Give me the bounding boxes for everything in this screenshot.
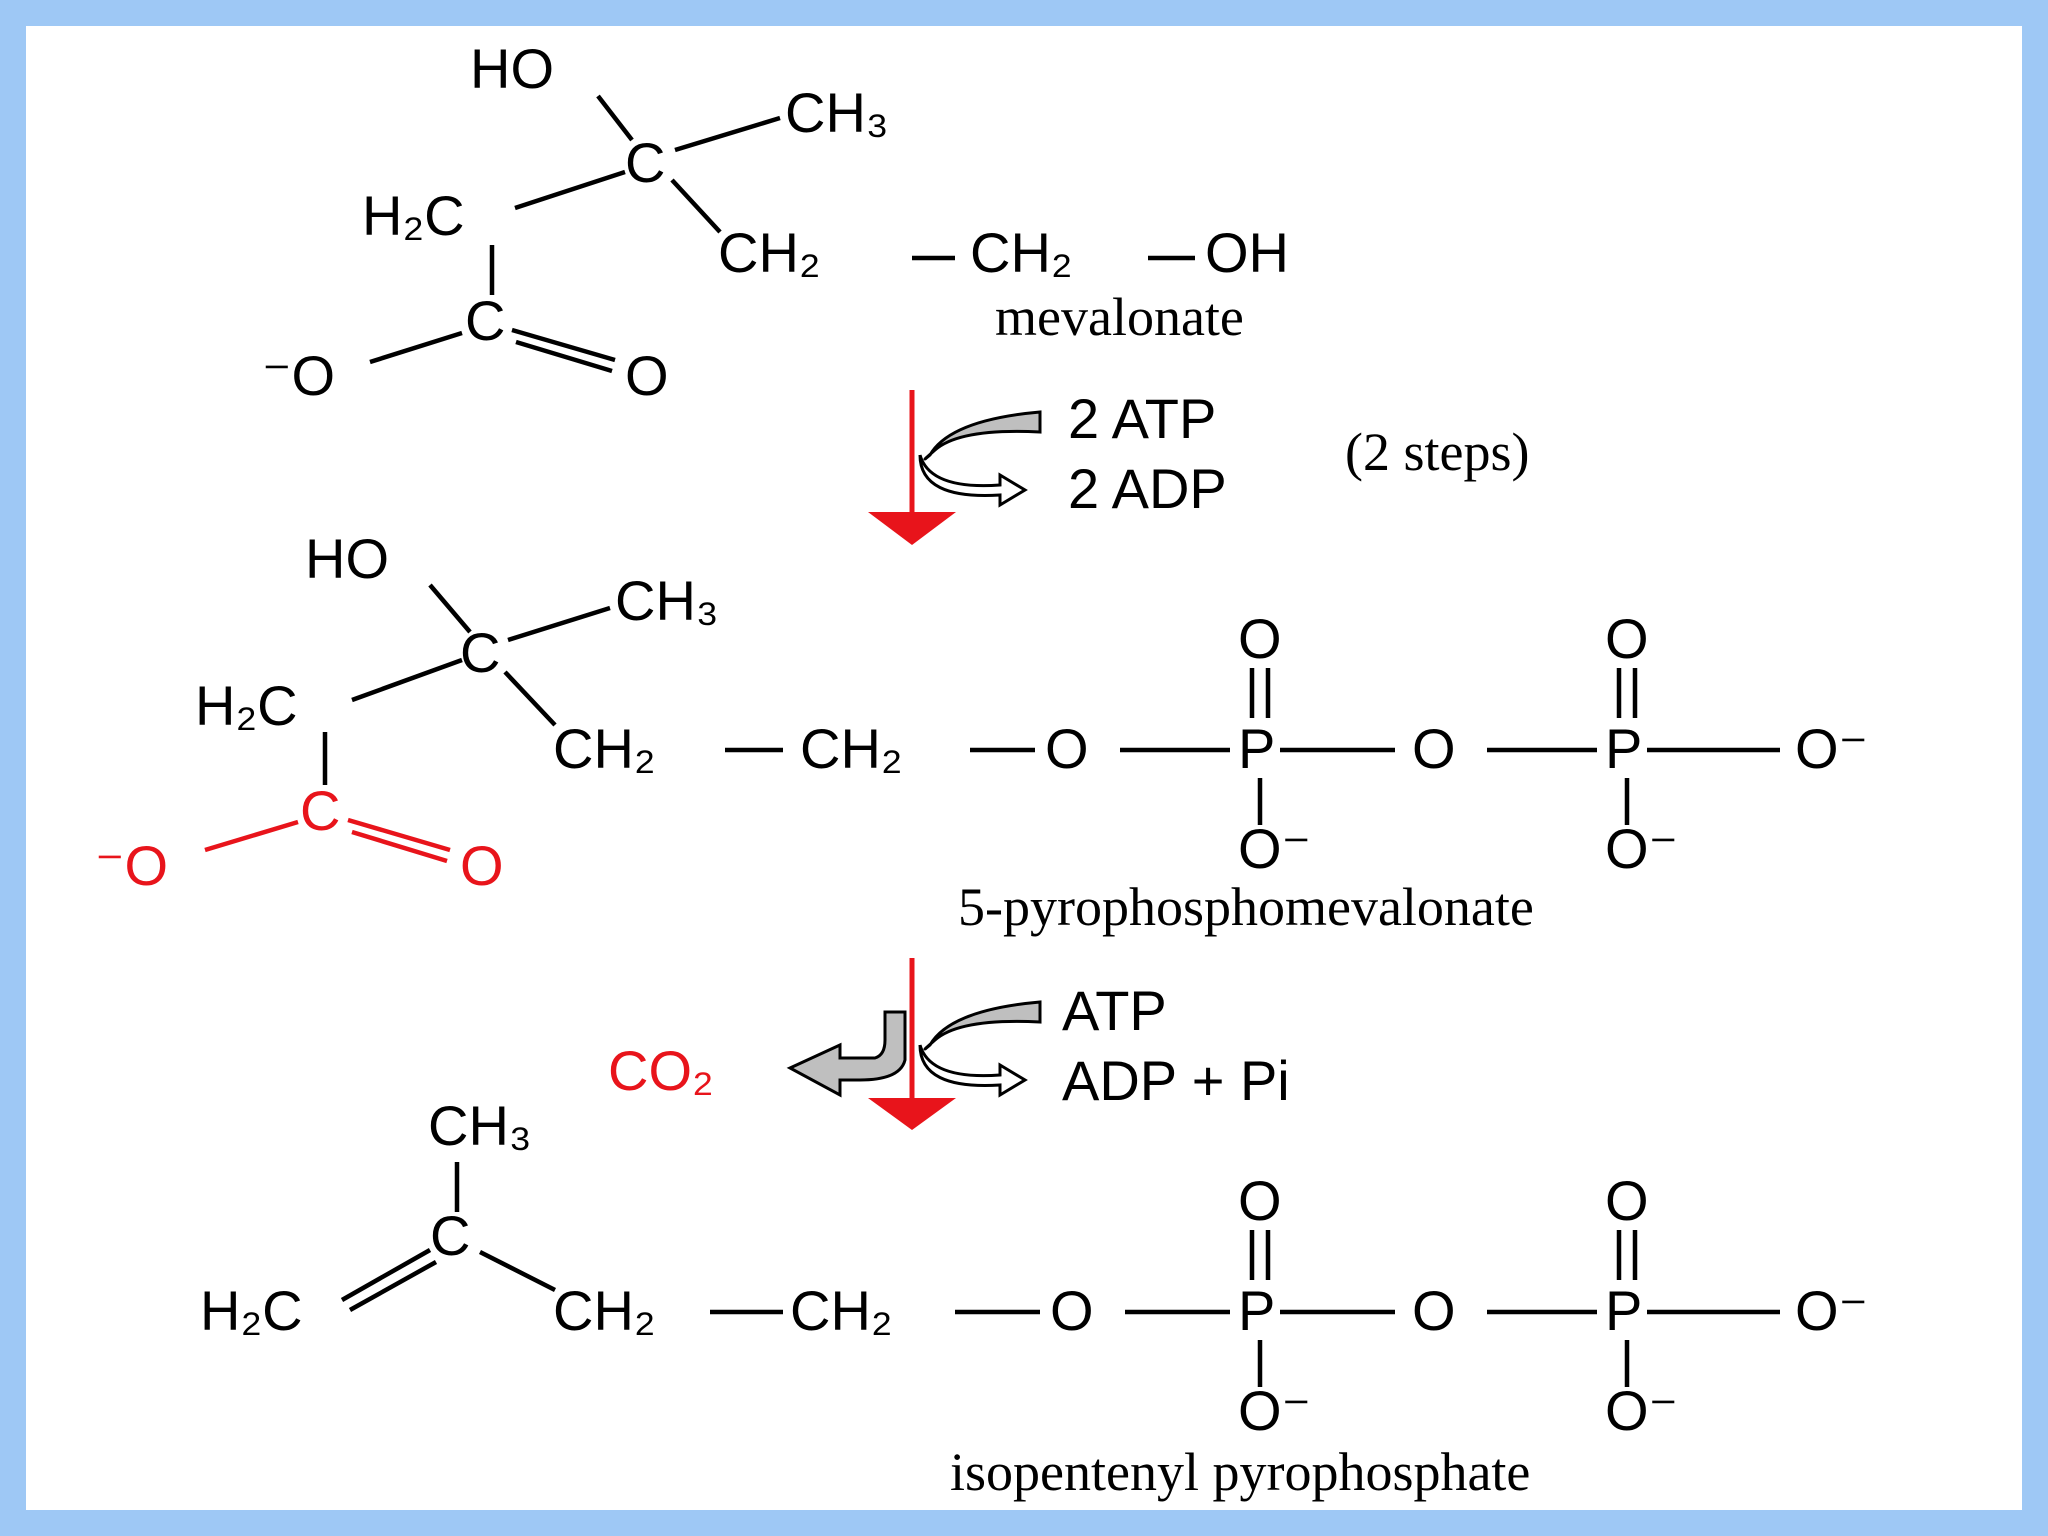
atom-c-quaternary: C <box>625 131 665 194</box>
double-bond <box>340 1248 432 1302</box>
atom-o-minus: O⁻ <box>1238 817 1311 880</box>
bond <box>369 330 463 365</box>
atom-ch2: CH₂ <box>718 221 821 284</box>
atom-c: C <box>430 1204 470 1267</box>
atp-in-arrow-icon <box>923 410 1042 461</box>
atom-ch3: CH₃ <box>428 1094 532 1157</box>
step2-input: ATP <box>1062 979 1167 1042</box>
atom-p: P <box>1238 1279 1275 1342</box>
co2-released: CO₂ <box>608 1039 714 1102</box>
atom-ch3: CH₃ <box>785 81 889 144</box>
bond <box>674 115 781 153</box>
atom-h2c: H₂C <box>200 1279 303 1342</box>
red-arrowhead-icon <box>868 1098 956 1130</box>
atom-ch2: CH₂ <box>790 1279 893 1342</box>
atom-o: O <box>1605 1169 1649 1232</box>
bond-highlighted <box>204 819 299 853</box>
atom-p: P <box>1605 1279 1642 1342</box>
step1-input: 2 ATP <box>1068 387 1216 450</box>
atom-o: O <box>1412 1279 1456 1342</box>
atp-in-arrow-icon <box>923 1000 1042 1051</box>
atom-ho: HO <box>470 37 554 100</box>
atom-c-carboxyl: C <box>465 289 505 352</box>
step1-output: 2 ADP <box>1068 457 1227 520</box>
reaction-step-1: 2 ATP 2 ADP (2 steps) <box>868 387 1529 545</box>
double-bond <box>515 339 613 374</box>
adp-out-arrow-icon <box>918 1044 1028 1098</box>
atom-o-minus: O⁻ <box>1605 817 1678 880</box>
double-bond-highlighted <box>351 829 448 864</box>
atom-o: O <box>1050 1279 1094 1342</box>
atom-o: O <box>625 344 669 407</box>
atom-p: P <box>1605 717 1642 780</box>
atom-h2c: H₂C <box>362 184 465 247</box>
pyrophosphomevalonate-label: 5-pyrophosphomevalonate <box>958 877 1534 937</box>
double-bond <box>511 327 616 363</box>
atom-h2c: H₂C <box>195 674 298 737</box>
double-bond-highlighted <box>347 817 451 853</box>
bond <box>503 670 557 727</box>
atom-o: O <box>1412 717 1456 780</box>
bond <box>507 605 611 643</box>
atom-o-minus: O⁻ <box>1795 717 1868 780</box>
adp-out-arrow-icon <box>918 454 1028 508</box>
atom-o-minus: O⁻ <box>1795 1279 1868 1342</box>
atom-oh: OH <box>1205 221 1289 284</box>
atom-ch2: CH₂ <box>800 717 903 780</box>
step1-note: (2 steps) <box>1345 422 1529 482</box>
atom-o-minus: ⁻O <box>262 344 335 407</box>
atom-ho: HO <box>305 527 389 590</box>
co2-release-arrow-icon <box>786 1010 907 1098</box>
bond <box>514 169 626 211</box>
bond <box>670 178 722 234</box>
atom-ch2: CH₂ <box>970 221 1073 284</box>
atom-o-minus-highlighted: ⁻O <box>95 834 168 897</box>
bond <box>478 1249 557 1293</box>
mevalonate-label: mevalonate <box>995 287 1244 347</box>
bond <box>351 657 463 703</box>
atom-o: O <box>1605 607 1649 670</box>
atom-o: O <box>1238 1169 1282 1232</box>
atom-ch3: CH₃ <box>615 569 719 632</box>
atom-ch2: CH₂ <box>553 1279 656 1342</box>
ipp-label: isopentenyl pyrophosphate <box>950 1442 1530 1502</box>
atom-o-highlighted: O <box>460 834 504 897</box>
bond <box>428 583 472 634</box>
bond <box>596 94 634 142</box>
step2-output: ADP + Pi <box>1062 1049 1290 1112</box>
double-bond <box>348 1260 438 1312</box>
mevalonate-structure: HO CH₃ C H₂C CH₂ CH₂ OH C ⁻O O mevalonat… <box>262 37 1289 407</box>
pyrophosphomevalonate-structure: HO CH₃ C H₂C CH₂ CH₂ O O P O⁻ O O P O⁻ O… <box>95 527 1868 937</box>
atom-o: O <box>1238 607 1282 670</box>
isopentenyl-pyrophosphate-structure: CH₃ C H₂C CH₂ CH₂ O O P O⁻ O O P O⁻ O⁻ i… <box>200 1094 1868 1502</box>
red-arrowhead-icon <box>868 512 956 545</box>
atom-o-minus: O⁻ <box>1605 1379 1678 1442</box>
atom-ch2: CH₂ <box>553 717 656 780</box>
atom-p: P <box>1238 717 1275 780</box>
atom-o-minus: O⁻ <box>1238 1379 1311 1442</box>
atom-c-carboxyl-highlighted: C <box>300 779 340 842</box>
reaction-step-2: ATP ADP + Pi CO₂ <box>608 958 1290 1130</box>
atom-o: O <box>1045 717 1089 780</box>
